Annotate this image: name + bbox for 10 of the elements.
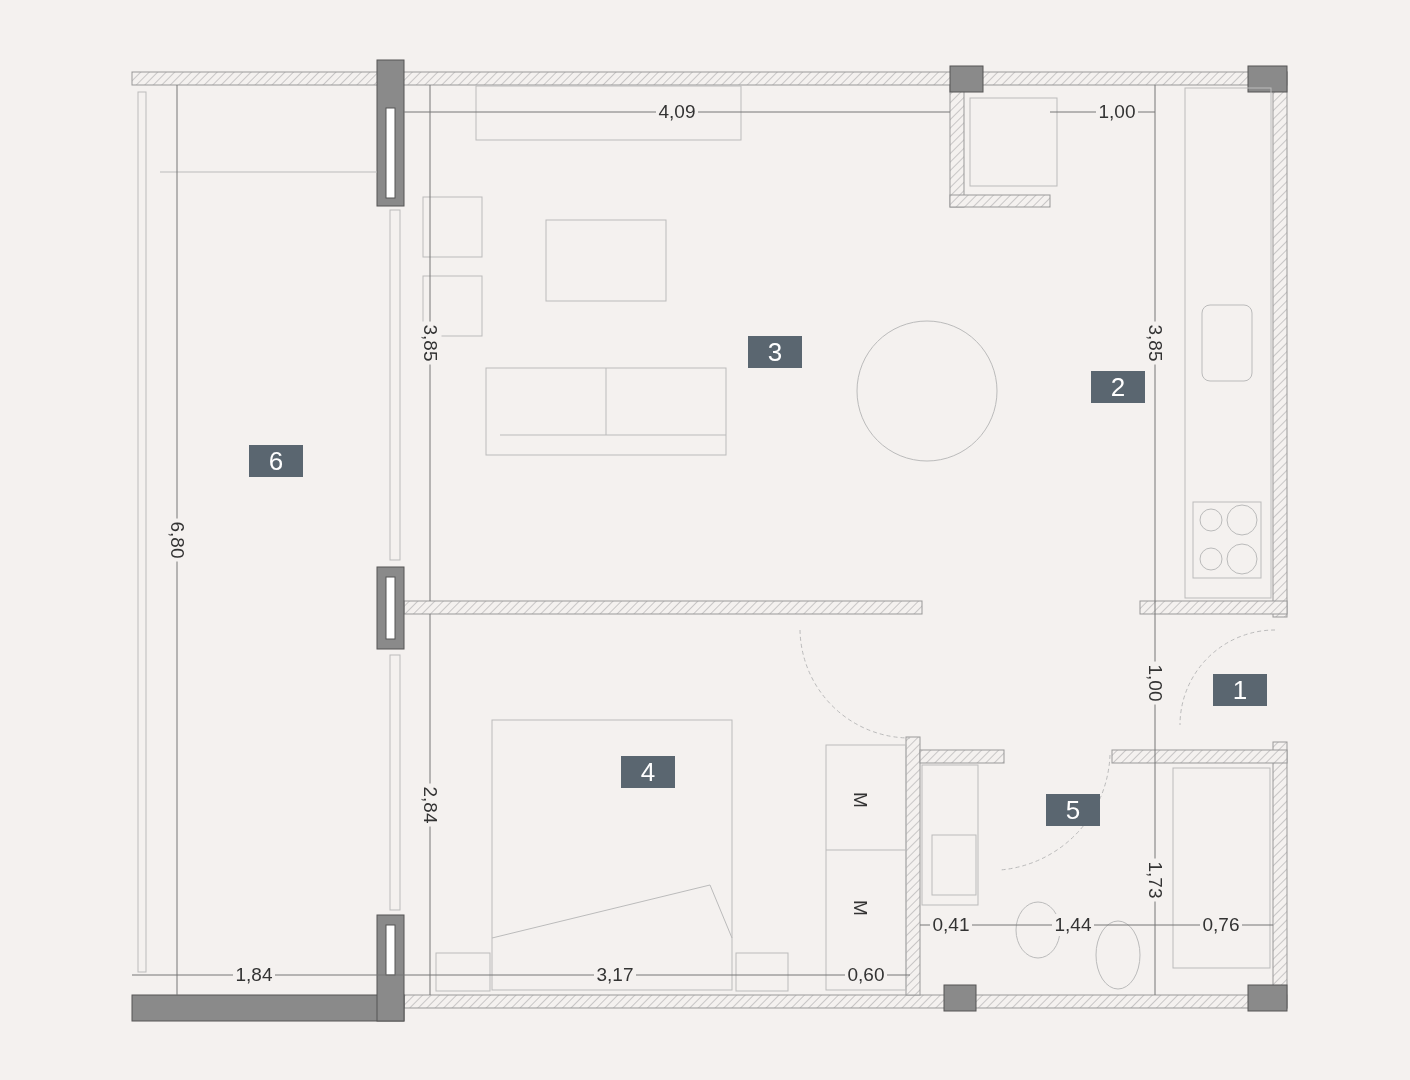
wardrobe-mark: M: [848, 791, 871, 810]
dimension-label: 3,85: [419, 321, 441, 365]
room-number: 1: [1213, 674, 1267, 706]
wardrobe-mark: M: [848, 899, 871, 918]
room-number: 2: [1091, 371, 1145, 403]
room-number: 3: [748, 336, 802, 368]
room-number: 5: [1046, 794, 1100, 826]
dimension-label: 1,44: [1051, 914, 1095, 936]
room-number: 4: [621, 756, 675, 788]
room-number: 6: [249, 445, 303, 477]
